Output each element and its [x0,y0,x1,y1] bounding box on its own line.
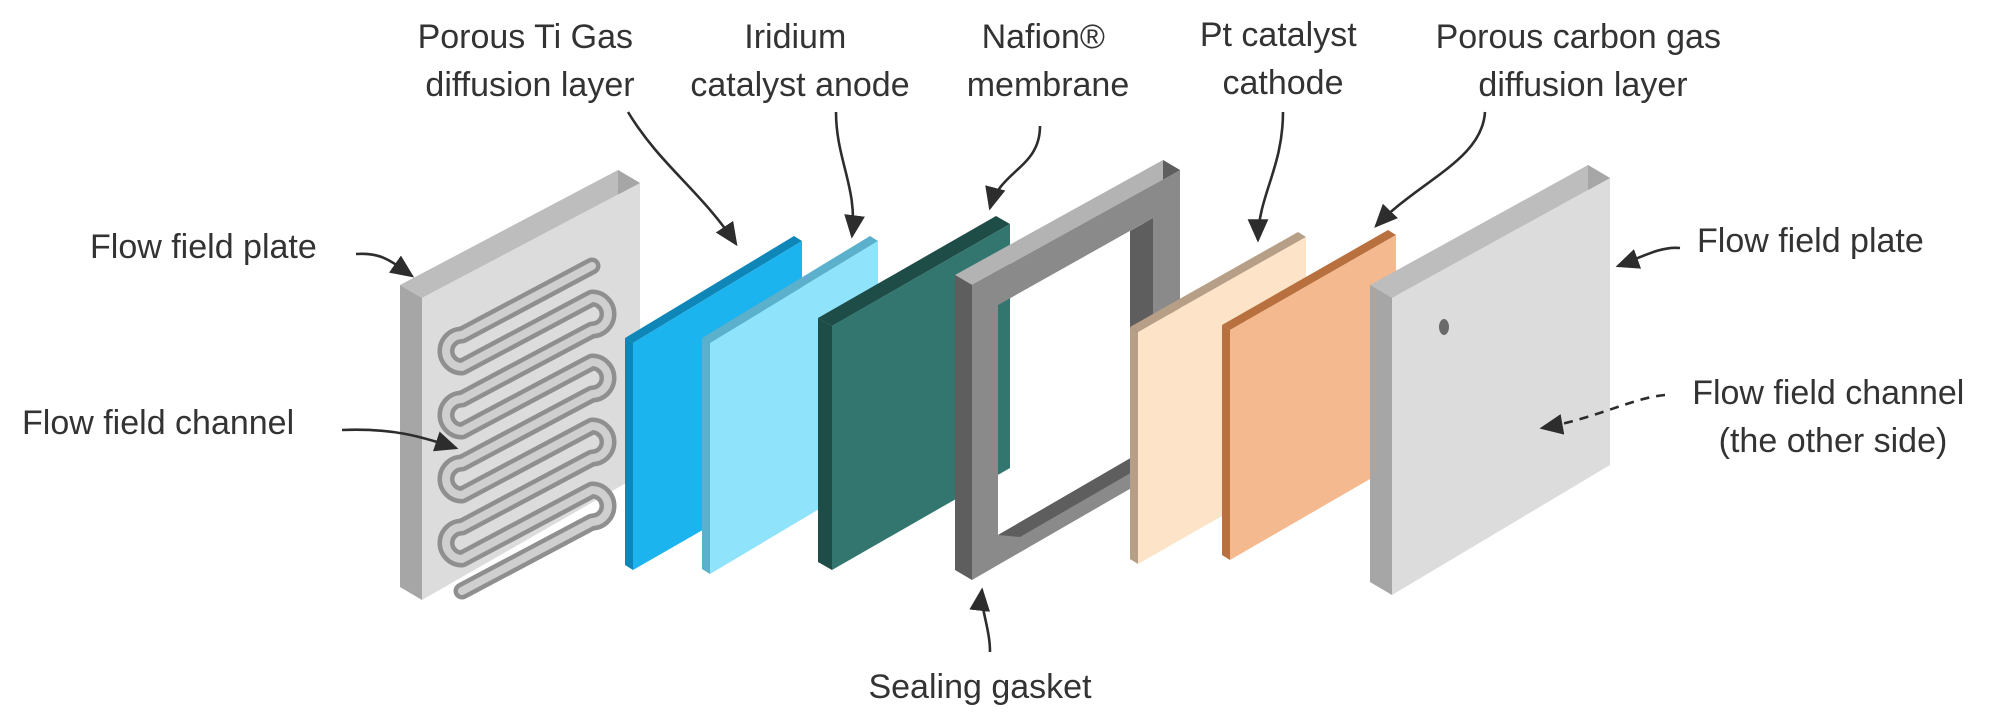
arrow-flow-plate-left [355,252,415,278]
gasket-outer-edge [955,275,972,580]
nafion-side [818,318,832,570]
arrow-flow-plate-right [1615,246,1681,269]
gasket-inner-bottom [998,445,1153,537]
label-flow-field-plate-right: Flow field plate [1697,222,1924,260]
label-flow-field-channel-left: Flow field channel [22,404,294,442]
arrow-carbon-gdl [1374,111,1487,228]
flow-field-plate-left [400,170,640,600]
arrow-flow-channel-right [1539,393,1666,435]
pt-cathode-side [1130,327,1138,564]
pt-cathode-top [1130,232,1306,332]
arrow-pt-cathode [1247,111,1285,243]
label-sealing-gasket: Sealing gasket [868,668,1092,706]
flow-field-plate-right [1370,165,1610,595]
plate-left-front-edge [400,285,422,600]
label-flow-field-channel-right: Flow field channel (the other side) [1692,374,1974,460]
serpentine-flow-channel [437,257,617,600]
plate-left-top [400,170,640,298]
arrow-ti-gdl [626,111,738,247]
carbon-gdl-side [1222,325,1230,560]
label-carbon-gdl: Porous carbon gas diffusion layer [1436,18,1731,104]
channel-port-hole [1439,319,1449,335]
arrow-nafion [985,125,1042,211]
porous-carbon-gas-diffusion-layer [1222,230,1396,560]
gasket-frame-face [972,170,1180,580]
ti-gdl-side [625,338,633,570]
nafion-top [818,216,1010,326]
plate-right-top [1370,165,1610,298]
ir-anode-top [702,236,878,343]
label-pt-cathode: Pt catalyst cathode [1200,16,1366,102]
carbon-gdl-face [1230,235,1396,560]
arrow-sealing-gasket [969,587,992,653]
plate-right-face [1392,178,1610,595]
label-nafion: Nafion® membrane [967,18,1130,104]
plate-right-front-edge [1370,285,1392,595]
gasket-outer-top [955,160,1180,285]
carbon-gdl-top [1222,230,1396,330]
label-flow-field-plate-left: Flow field plate [90,228,317,266]
label-iridium-anode: Iridium catalyst anode [690,18,909,104]
arrow-ir-anode [834,111,865,239]
arrow-flow-channel-left [341,428,459,452]
label-porous-ti-gdl: Porous Ti Gas diffusion layer [418,18,643,104]
ti-gdl-top [625,236,802,343]
ir-anode-side [702,338,710,574]
